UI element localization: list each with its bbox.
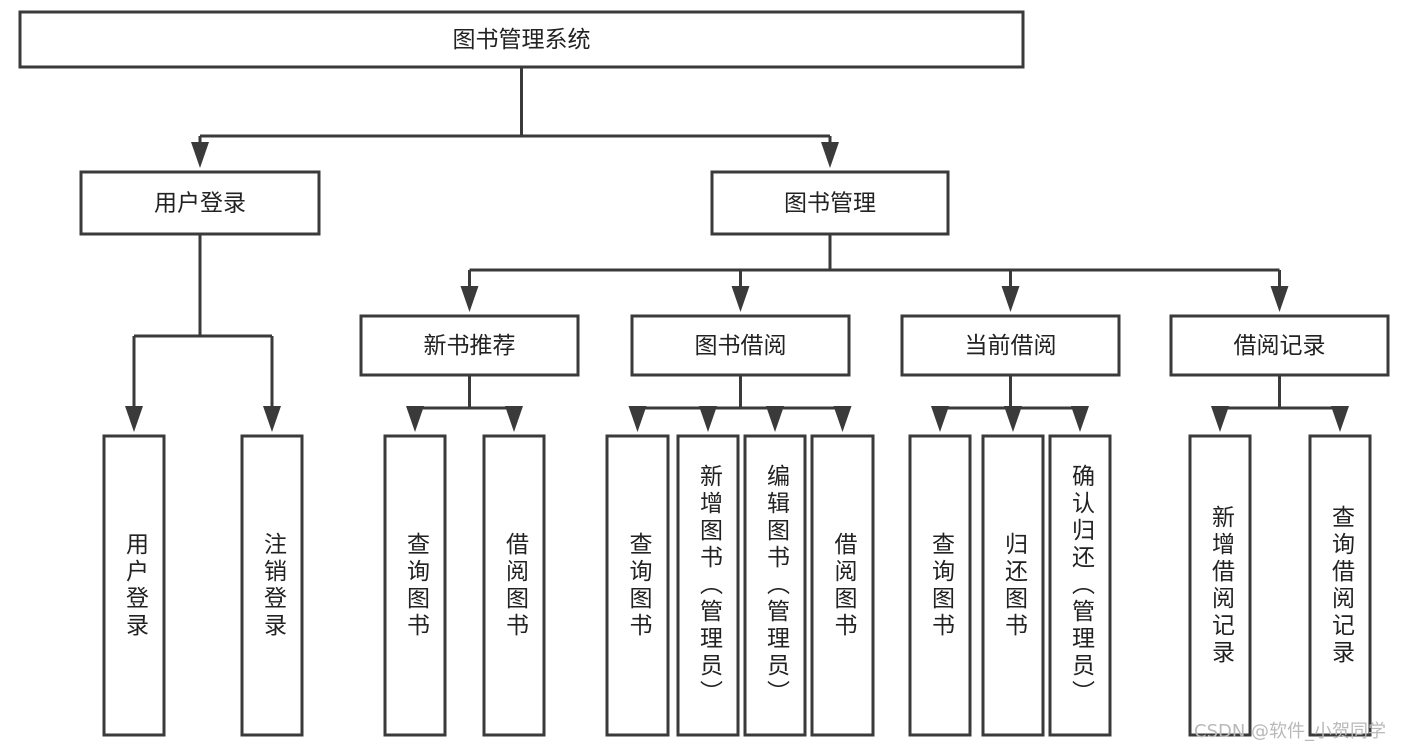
arrow-head-icon <box>1270 286 1289 312</box>
node-box-current-borrow[interactable] <box>900 314 1121 377</box>
node-label-current-borrow: 当前借阅 <box>965 333 1057 359</box>
node-box-book-manage[interactable] <box>710 170 950 236</box>
arrow-head-icon <box>1001 286 1020 312</box>
arrow-head-icon <box>731 286 750 312</box>
node-box-leaf-borrow-book-1[interactable] <box>482 434 546 737</box>
node-box-leaf-query-record[interactable] <box>1308 434 1372 737</box>
watermark-text: CSDN @软件_小贺同学 <box>1194 721 1387 742</box>
node-box-root[interactable] <box>18 10 1025 69</box>
node-label-new-book-rec: 新书推荐 <box>424 333 516 359</box>
node-label-root: 图书管理系统 <box>453 27 591 53</box>
arrow-head-icon <box>1071 406 1089 432</box>
node-box-book-borrow[interactable] <box>630 314 851 377</box>
node-box-user-login[interactable] <box>79 170 321 236</box>
arrow-head-icon <box>628 406 647 432</box>
node-label-book-manage: 图书管理 <box>784 191 876 217</box>
arrow-head-icon <box>1004 406 1022 432</box>
node-box-leaf-query-book-2[interactable] <box>605 434 670 737</box>
arrow-head-icon <box>833 406 852 432</box>
node-label-borrow-record: 借阅记录 <box>1234 333 1326 359</box>
node-box-leaf-add-record[interactable] <box>1188 434 1252 737</box>
node-box-leaf-logout[interactable] <box>240 434 304 737</box>
nodes-layer <box>18 10 1390 737</box>
arrow-head-icon <box>699 406 717 432</box>
arrow-head-icon <box>460 286 479 312</box>
node-box-leaf-query-book-1[interactable] <box>383 434 447 737</box>
arrow-head-icon <box>1211 406 1229 432</box>
node-box-borrow-record[interactable] <box>1169 314 1390 377</box>
arrow-head-icon <box>1331 406 1349 432</box>
arrow-head-icon <box>263 406 281 432</box>
node-box-leaf-query-book-3[interactable] <box>908 434 972 737</box>
node-label-book-borrow: 图书借阅 <box>695 333 787 359</box>
arrow-head-icon <box>766 406 784 432</box>
node-box-leaf-add-book[interactable] <box>676 434 740 737</box>
arrow-head-icon <box>125 406 143 432</box>
arrow-head-icon <box>821 142 839 168</box>
arrow-head-icon <box>505 406 523 432</box>
node-box-new-book-rec[interactable] <box>359 314 580 377</box>
node-box-leaf-return-book[interactable] <box>981 434 1045 737</box>
connectors-layer <box>125 67 1349 432</box>
arrow-head-icon <box>191 142 209 168</box>
node-box-leaf-edit-book[interactable] <box>743 434 807 737</box>
node-box-leaf-borrow-book-2[interactable] <box>810 434 875 737</box>
node-box-leaf-confirm-return[interactable] <box>1048 434 1112 737</box>
arrow-head-icon <box>406 406 424 432</box>
node-label-user-login: 用户登录 <box>154 191 246 217</box>
node-box-leaf-user-login[interactable] <box>102 434 166 737</box>
arrow-head-icon <box>931 406 949 432</box>
